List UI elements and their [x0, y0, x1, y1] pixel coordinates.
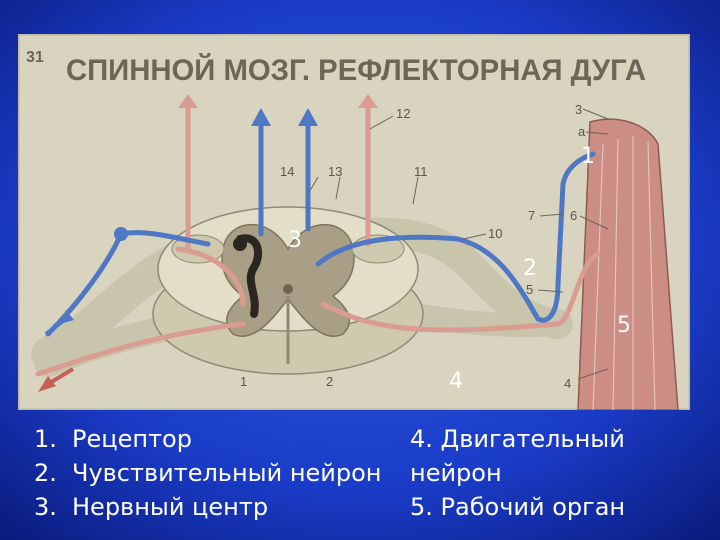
legend-item-sensory-neuron: 2.Чувствительный нейрон: [34, 459, 382, 487]
poster-label-10: 10: [488, 226, 502, 241]
annotation-1: 1: [581, 144, 595, 169]
legend-item-working-organ: 5. Рабочий орган: [410, 493, 626, 521]
poster-label-7: 7: [528, 208, 535, 223]
reflex-arc-poster: 31 СПИННОЙ МОЗГ. РЕФЛЕКТОРНАЯ ДУГА: [18, 34, 690, 410]
annotation-5: 5: [617, 313, 631, 338]
poster-label-13: 13: [328, 164, 342, 179]
poster-title: СПИННОЙ МОЗГ. РЕФЛЕКТОРНАЯ ДУГА: [66, 53, 646, 87]
poster-label-12: 12: [396, 106, 410, 121]
poster-label-1: 1: [240, 374, 247, 389]
interneuron: [236, 234, 263, 318]
legend-item-motor-neuron-cont: нейрон: [410, 459, 502, 487]
poster-label-6: 6: [570, 208, 577, 223]
legend-right: 4. Двигательный нейрон 5. Рабочий орган: [410, 422, 625, 524]
legend-item-receptor: 1.Рецептор: [34, 425, 192, 453]
annotation-4: 4: [449, 369, 463, 394]
poster-label-5: 5: [526, 282, 533, 297]
annotation-2: 2: [523, 256, 537, 281]
annotation-3: 3: [288, 228, 302, 253]
legend-left: 1.Рецептор 2.Чувствительный нейрон 3.Нер…: [34, 422, 381, 524]
legend-item-nerve-center: 3.Нервный центр: [34, 493, 269, 521]
poster-label-11: 11: [414, 164, 428, 179]
plate-number: 31: [26, 49, 44, 66]
poster-label-4: 4: [564, 376, 571, 391]
poster-label-a: а: [578, 124, 586, 139]
legend-item-motor-neuron: 4. Двигательный: [410, 425, 625, 453]
poster-label-14: 14: [280, 164, 294, 179]
poster-label-2: 2: [326, 374, 333, 389]
poster-label-3: 3: [575, 102, 582, 117]
